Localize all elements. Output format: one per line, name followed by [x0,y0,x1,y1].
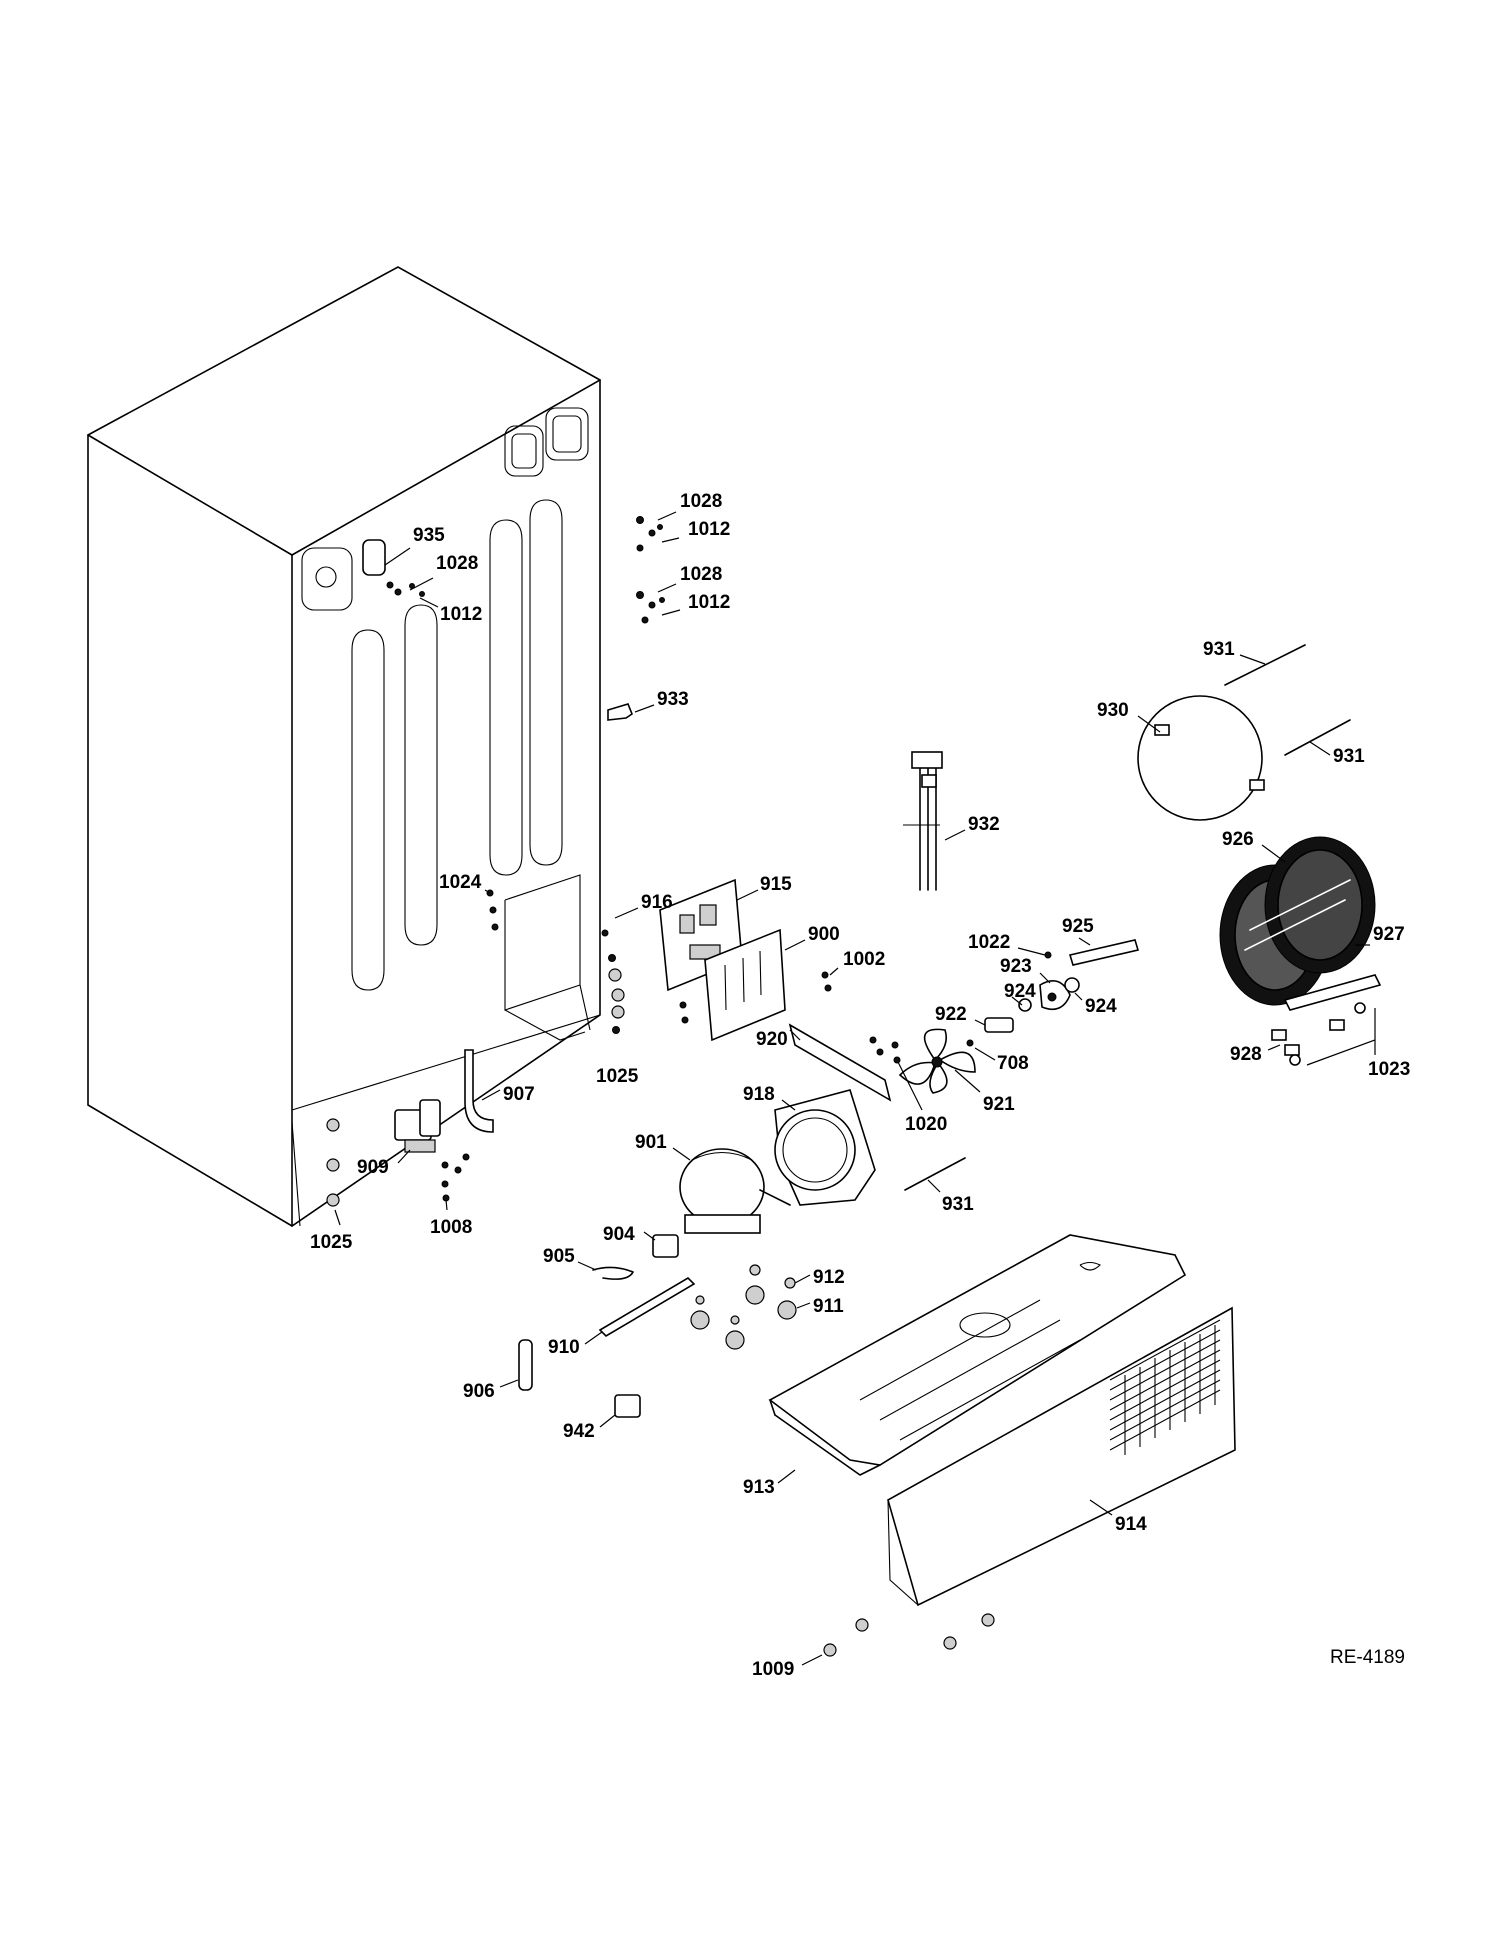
refrigerator-cabinet [87,266,601,1227]
callout-922: 922 [935,1004,967,1025]
callout-1025: 1025 [310,1232,353,1253]
tube-907-icon [464,1049,494,1133]
callout-933: 933 [657,689,689,710]
callout-931: 931 [1203,639,1235,660]
callout-912: 912 [813,1267,845,1288]
callout-906: 906 [463,1381,495,1402]
callout-930: 930 [1097,700,1129,721]
callout-942: 942 [563,1421,595,1442]
callout-923: 923 [1000,956,1032,977]
fan-blade-921-icon [898,1028,976,1094]
strip-920-icon [788,1023,892,1102]
callout-1028: 1028 [680,491,722,512]
callout-924: 924 [1004,981,1036,1002]
callout-1012: 1012 [440,604,482,625]
screws-1002 [679,971,832,1024]
screws-1020 [869,1036,901,1064]
relay-904-icon [652,1234,679,1258]
callout-924: 924 [1085,996,1117,1017]
block-942-icon [614,1394,641,1418]
callout-916: 916 [641,892,673,913]
callout-918: 918 [743,1084,775,1105]
clip-905-icon [592,1266,634,1280]
fan-motor-parts-icon [966,939,1140,1047]
water-valve-909-icon [394,1099,470,1202]
callout-935: 935 [413,525,445,546]
callout-925: 925 [1062,916,1094,937]
wire-931a-icon [1224,644,1306,686]
screw-group-upper [386,516,665,624]
callout-932: 932 [968,814,1000,835]
fan-shroud-918-icon [774,1089,876,1206]
callout-928: 928 [1230,1044,1262,1065]
callout-901: 901 [635,1132,667,1153]
grommets-911-912-icon [690,1264,797,1350]
grille-slots [1109,1319,1221,1455]
bracket-933-icon [607,703,633,721]
callout-920: 920 [756,1029,788,1050]
callout-1028: 1028 [436,553,478,574]
callout-914: 914 [1115,1514,1147,1535]
callout-1012: 1012 [688,592,730,613]
diagram-reference: RE-4189 [1330,1647,1405,1668]
callout-931: 931 [942,1194,974,1215]
callout-1025: 1025 [596,1066,639,1087]
wire-931b-icon [1284,719,1351,756]
callout-927: 927 [1373,924,1405,945]
callout-915: 915 [760,874,792,895]
callout-1024: 1024 [439,872,482,893]
callout-1028: 1028 [680,564,722,585]
harness-932-icon [903,751,943,891]
callout-907: 907 [503,1084,535,1105]
callout-913: 913 [743,1477,775,1498]
rail-910-icon [598,1276,696,1338]
bracket-900-icon [704,928,786,1042]
callout-708: 708 [997,1053,1029,1074]
callout-910: 910 [548,1337,580,1358]
compressor-901-icon [679,1148,791,1234]
wire-931c-icon [904,1157,966,1191]
callout-931: 931 [1333,746,1365,767]
callout-911: 911 [813,1296,844,1317]
callout-1023: 1023 [1368,1059,1410,1080]
callout-labels: 935 1028 1012 1028 1012 1028 1012 933 93… [310,491,1410,1680]
callout-909: 909 [357,1157,389,1178]
screws-1009 [823,1613,995,1657]
brackets-927-928-icon [1271,974,1382,1066]
callout-1008: 1008 [430,1217,472,1238]
screw-group-middle [326,889,625,1207]
callout-1009: 1009 [752,1659,794,1680]
callout-1012: 1012 [688,519,730,540]
base-pan-913-icon [768,1234,1187,1476]
cover-930-icon [1137,695,1265,821]
callout-921: 921 [983,1094,1015,1115]
capacitor-906-icon [518,1339,533,1391]
callout-926: 926 [1222,829,1254,850]
rear-grille-914-icon [887,1306,1236,1607]
condenser-coil-926-icon [1219,836,1376,1006]
callout-905: 905 [543,1246,575,1267]
callout-1020: 1020 [905,1114,947,1135]
callout-1022: 1022 [968,932,1010,953]
callout-904: 904 [603,1224,635,1245]
callout-900: 900 [808,924,840,945]
leader-lines [334,511,1376,1666]
callout-1002: 1002 [843,949,885,970]
